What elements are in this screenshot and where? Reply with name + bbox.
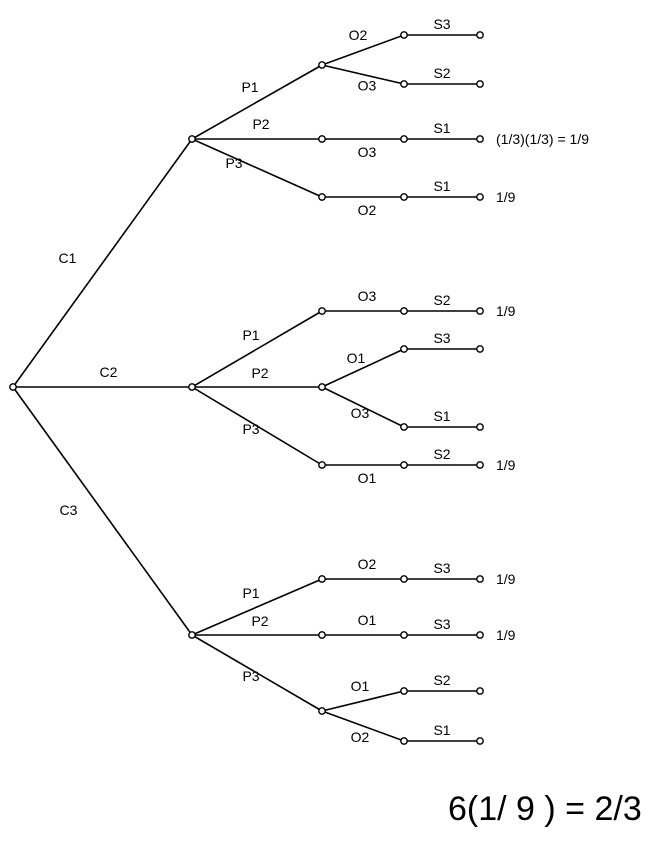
edge-label: S3 xyxy=(433,16,450,32)
tree-node xyxy=(400,461,408,469)
tree-node xyxy=(400,631,408,639)
tree-edge xyxy=(12,138,193,388)
tree-node xyxy=(400,307,408,315)
tree-node xyxy=(318,135,326,143)
tree-node xyxy=(318,307,326,315)
outcome-probability-label: (1/3)(1/3) = 1/9 xyxy=(496,131,589,147)
edge-label: O1 xyxy=(358,470,377,486)
edge-label: O2 xyxy=(358,202,377,218)
tree-node xyxy=(318,383,326,391)
edge-label: P2 xyxy=(251,365,268,381)
tree-node xyxy=(476,575,484,583)
tree-edge xyxy=(321,386,405,428)
tree-node xyxy=(476,135,484,143)
tree-node xyxy=(188,383,196,391)
tree-node xyxy=(400,423,408,431)
tree-edge xyxy=(191,64,323,140)
outcome-probability-label: 1/9 xyxy=(496,627,516,643)
tree-node xyxy=(400,737,408,745)
tree-node xyxy=(188,631,196,639)
tree-edge xyxy=(321,690,405,712)
tree-edge xyxy=(191,578,323,636)
edge-label: P3 xyxy=(242,668,259,684)
tree-edge xyxy=(321,348,405,388)
edge-label: O1 xyxy=(358,612,377,628)
edge-label: C3 xyxy=(60,502,78,518)
tree-node xyxy=(476,631,484,639)
edge-label: O2 xyxy=(349,27,368,43)
edge-label: S2 xyxy=(433,446,450,462)
tree-node xyxy=(476,80,484,88)
outcome-probability-label: 1/9 xyxy=(496,457,516,473)
outcome-probability-label: 1/9 xyxy=(496,189,516,205)
tree-node xyxy=(476,31,484,39)
tree-node xyxy=(318,461,326,469)
tree-node xyxy=(318,575,326,583)
tree-edge xyxy=(191,634,323,712)
tree-node xyxy=(188,135,196,143)
edge-label: O3 xyxy=(358,288,377,304)
tree-node xyxy=(476,737,484,745)
tree-node xyxy=(400,135,408,143)
edge-label: O2 xyxy=(351,729,370,745)
tree-node xyxy=(476,423,484,431)
edge-label: S2 xyxy=(433,672,450,688)
edge-label: P2 xyxy=(251,613,268,629)
outcome-probability-label: 1/9 xyxy=(496,303,516,319)
tree-node xyxy=(476,193,484,201)
edge-label: P1 xyxy=(241,79,258,95)
tree-node xyxy=(400,80,408,88)
tree-edge xyxy=(321,710,405,742)
edge-label: S2 xyxy=(433,292,450,308)
tree-node xyxy=(318,631,326,639)
tree-node xyxy=(318,61,326,69)
tree-node xyxy=(318,193,326,201)
edge-label: O2 xyxy=(358,556,377,572)
edge-label: S1 xyxy=(433,722,450,738)
edge-label: P3 xyxy=(225,155,242,171)
tree-edge xyxy=(191,138,323,198)
tree-edge xyxy=(321,64,405,85)
tree-edge xyxy=(12,386,193,636)
tree-node xyxy=(400,193,408,201)
edge-label: S3 xyxy=(433,560,450,576)
edge-label: S1 xyxy=(433,178,450,194)
tree-node xyxy=(476,345,484,353)
edge-label: S3 xyxy=(433,330,450,346)
tree-node xyxy=(400,31,408,39)
edge-label: S1 xyxy=(433,120,450,136)
tree-edge xyxy=(191,310,323,388)
tree-node xyxy=(400,687,408,695)
edge-label: S2 xyxy=(433,65,450,81)
edge-label: O1 xyxy=(347,350,366,366)
tree-node xyxy=(476,687,484,695)
edge-label: P2 xyxy=(252,116,269,132)
tree-node xyxy=(476,307,484,315)
edge-label: C2 xyxy=(100,364,118,380)
tree-node xyxy=(318,707,326,715)
tree-edge xyxy=(321,34,405,66)
tree-node xyxy=(476,461,484,469)
tree-node xyxy=(400,575,408,583)
tree-edge xyxy=(191,386,323,466)
edge-label: O1 xyxy=(351,678,370,694)
edge-label: S3 xyxy=(433,616,450,632)
edge-label: P1 xyxy=(242,585,259,601)
edge-label: C1 xyxy=(59,250,77,266)
edge-label: S1 xyxy=(433,408,450,424)
edge-label: O3 xyxy=(351,405,370,421)
edge-label: O3 xyxy=(358,144,377,160)
edge-label: O3 xyxy=(358,78,377,94)
edge-label: P3 xyxy=(242,421,259,437)
outcome-probability-label: 1/9 xyxy=(496,571,516,587)
edge-label: P1 xyxy=(242,327,259,343)
summary-equation: 6(1/ 9 ) = 2/3 xyxy=(448,790,642,828)
tree-node xyxy=(400,345,408,353)
root-node xyxy=(9,383,17,391)
